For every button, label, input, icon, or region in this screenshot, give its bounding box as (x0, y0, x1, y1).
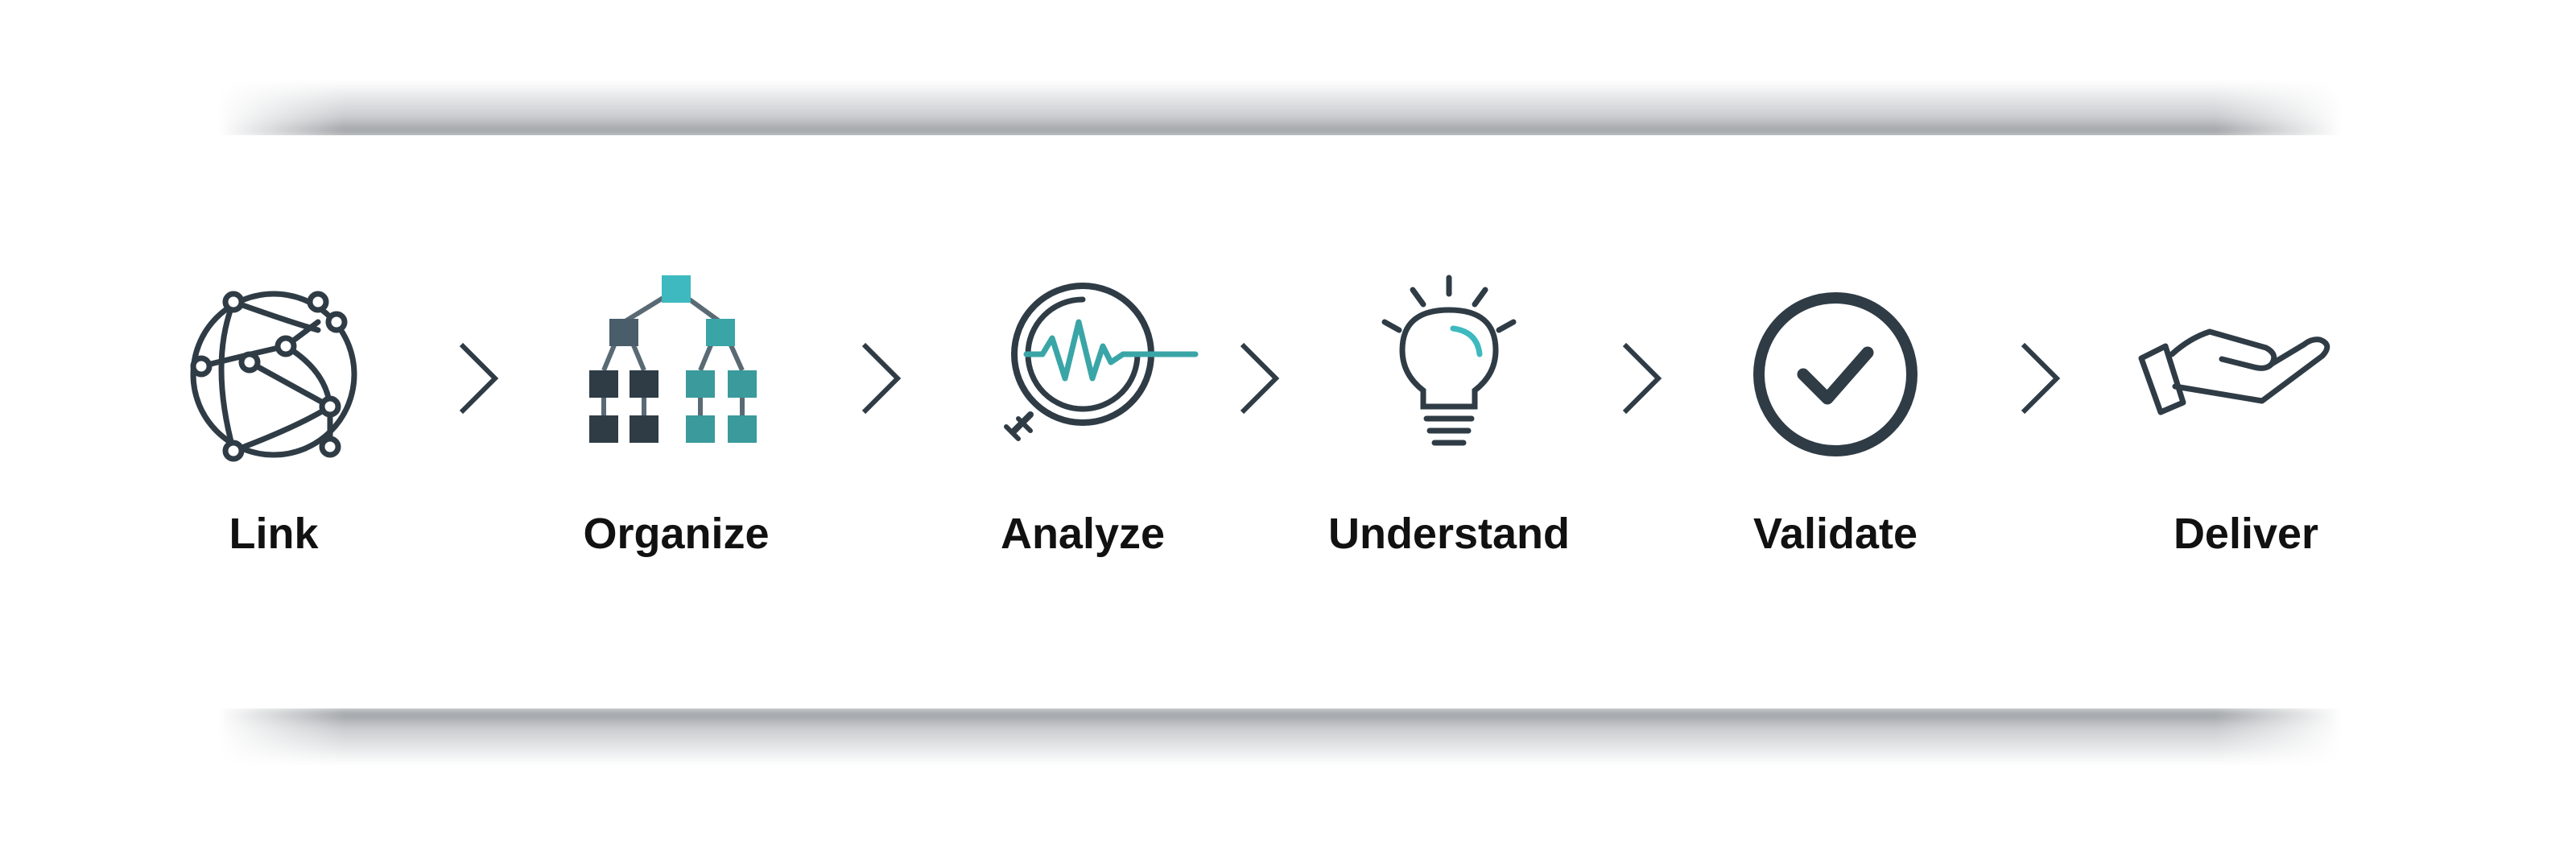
check-circle-icon (1753, 292, 1918, 456)
panel-shadow-bottom (217, 708, 2343, 765)
step-analyze: Analyze (938, 274, 1228, 580)
org-chart-icon (589, 275, 757, 443)
step-deliver: Deliver (2101, 274, 2391, 580)
process-panel (201, 135, 2359, 708)
chevron-right-icon (1622, 342, 1662, 415)
step-link: Link (129, 274, 419, 580)
step-organize: Organize (531, 274, 821, 580)
step-label: Deliver (2173, 510, 2319, 558)
step-label: Link (229, 510, 319, 558)
chevron-right-icon (2021, 342, 2061, 415)
panel-shadow-top (217, 81, 2343, 137)
chevron-right-icon (861, 342, 902, 415)
step-label: Analyze (1000, 510, 1166, 558)
step-validate: Validate (1690, 274, 1980, 580)
lightbulb-icon (1381, 275, 1517, 446)
hand-deliver-icon (2138, 328, 2330, 415)
step-label: Understand (1327, 510, 1571, 558)
chevron-right-icon (459, 342, 499, 415)
step-label: Validate (1752, 510, 1918, 558)
step-label: Organize (583, 510, 770, 558)
magnifier-signal-icon (1004, 283, 1199, 441)
globe-network-icon (190, 291, 357, 462)
step-understand: Understand (1304, 274, 1594, 580)
chevron-right-icon (1240, 342, 1280, 415)
